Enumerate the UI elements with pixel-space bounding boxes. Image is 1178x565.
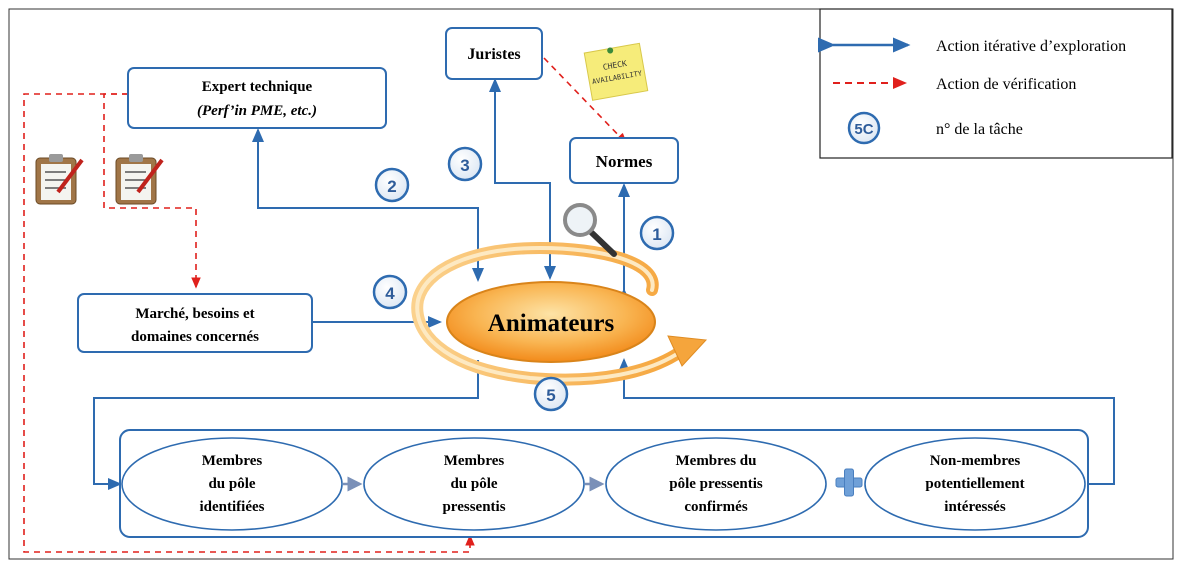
node-marche-label-line2: domaines concernés xyxy=(131,329,259,345)
verification-expert-to-members xyxy=(23,93,475,553)
svg-text:Non-membres: Non-membres xyxy=(930,453,1021,469)
svg-text:du pôle: du pôle xyxy=(208,476,255,492)
svg-text:intéressés: intéressés xyxy=(944,499,1006,515)
svg-text:2: 2 xyxy=(387,177,396,196)
node-animateurs xyxy=(446,281,656,363)
node-juristes xyxy=(445,27,543,80)
plus-icon xyxy=(835,468,863,497)
svg-text:confirmés: confirmés xyxy=(684,499,747,515)
member-ellipse-3: Membres du pôle pressentis confirmés xyxy=(605,437,827,531)
svg-text:5: 5 xyxy=(546,386,555,405)
task-number-4: 4 xyxy=(372,274,408,310)
legend: Action itérative d’exploration Action de… xyxy=(818,8,1173,159)
node-expert-technique xyxy=(127,67,387,129)
cycle-ring xyxy=(411,241,708,386)
link-animateurs-expert xyxy=(252,128,479,280)
clipboard-icon xyxy=(115,154,164,205)
verification-juristes-to-normes xyxy=(543,57,628,145)
task-number-3: 3 xyxy=(447,146,483,182)
check-availability-note: CHECK AVAILABILITY xyxy=(583,42,649,101)
link-members-animateurs xyxy=(618,358,1115,485)
node-normes xyxy=(569,137,679,184)
clipboard-icon xyxy=(35,154,84,205)
svg-text:Membres: Membres xyxy=(202,453,263,469)
node-expert-label: Expert technique xyxy=(202,79,313,95)
svg-text:4: 4 xyxy=(385,284,395,303)
outer-frame xyxy=(8,8,1174,560)
node-animateurs-label: Animateurs xyxy=(488,310,615,337)
verification-expert-to-marche xyxy=(103,93,201,289)
magnifier-icon xyxy=(563,203,617,257)
node-expert-sublabel: (Perf’in PME, etc.) xyxy=(197,103,317,119)
member-ellipse-2: Membres du pôle pressentis xyxy=(363,437,585,531)
legend-task-badge xyxy=(847,111,881,145)
svg-text:Membres du: Membres du xyxy=(676,453,757,469)
legend-iterative-label: Action itérative d’exploration xyxy=(936,38,1126,55)
task-number-5: 5 xyxy=(533,376,569,412)
task-number-2: 2 xyxy=(374,167,410,203)
task-number-1: 1 xyxy=(639,215,675,251)
svg-text:potentiellement: potentiellement xyxy=(925,476,1024,492)
svg-text:identifiées: identifiées xyxy=(200,499,265,515)
svg-text:3: 3 xyxy=(460,156,469,175)
svg-text:pressentis: pressentis xyxy=(442,499,505,515)
member-ellipse-4: Non-membres potentiellement intéressés xyxy=(864,437,1086,531)
link-animateurs-members xyxy=(93,360,479,490)
svg-text:1: 1 xyxy=(652,225,661,244)
member-ellipse-1: Membres du pôle identifiées xyxy=(121,437,343,531)
verification-links xyxy=(23,57,628,553)
svg-text:pôle pressentis: pôle pressentis xyxy=(669,476,763,492)
check-note-line1: CHECK xyxy=(602,59,627,72)
node-normes-label: Normes xyxy=(596,152,653,171)
node-marche-label-line1: Marché, besoins et xyxy=(135,306,254,322)
link-animateurs-juristes xyxy=(489,78,551,275)
svg-text:Membres: Membres xyxy=(444,453,505,469)
legend-verification-label: Action de vérification xyxy=(936,76,1076,93)
node-marche xyxy=(77,293,313,353)
legend-task-label: n° de la tâche xyxy=(936,121,1023,138)
node-juristes-label: Juristes xyxy=(467,46,520,63)
svg-text:du pôle: du pôle xyxy=(450,476,497,492)
legend-task-badge-text: 5C xyxy=(854,121,873,138)
